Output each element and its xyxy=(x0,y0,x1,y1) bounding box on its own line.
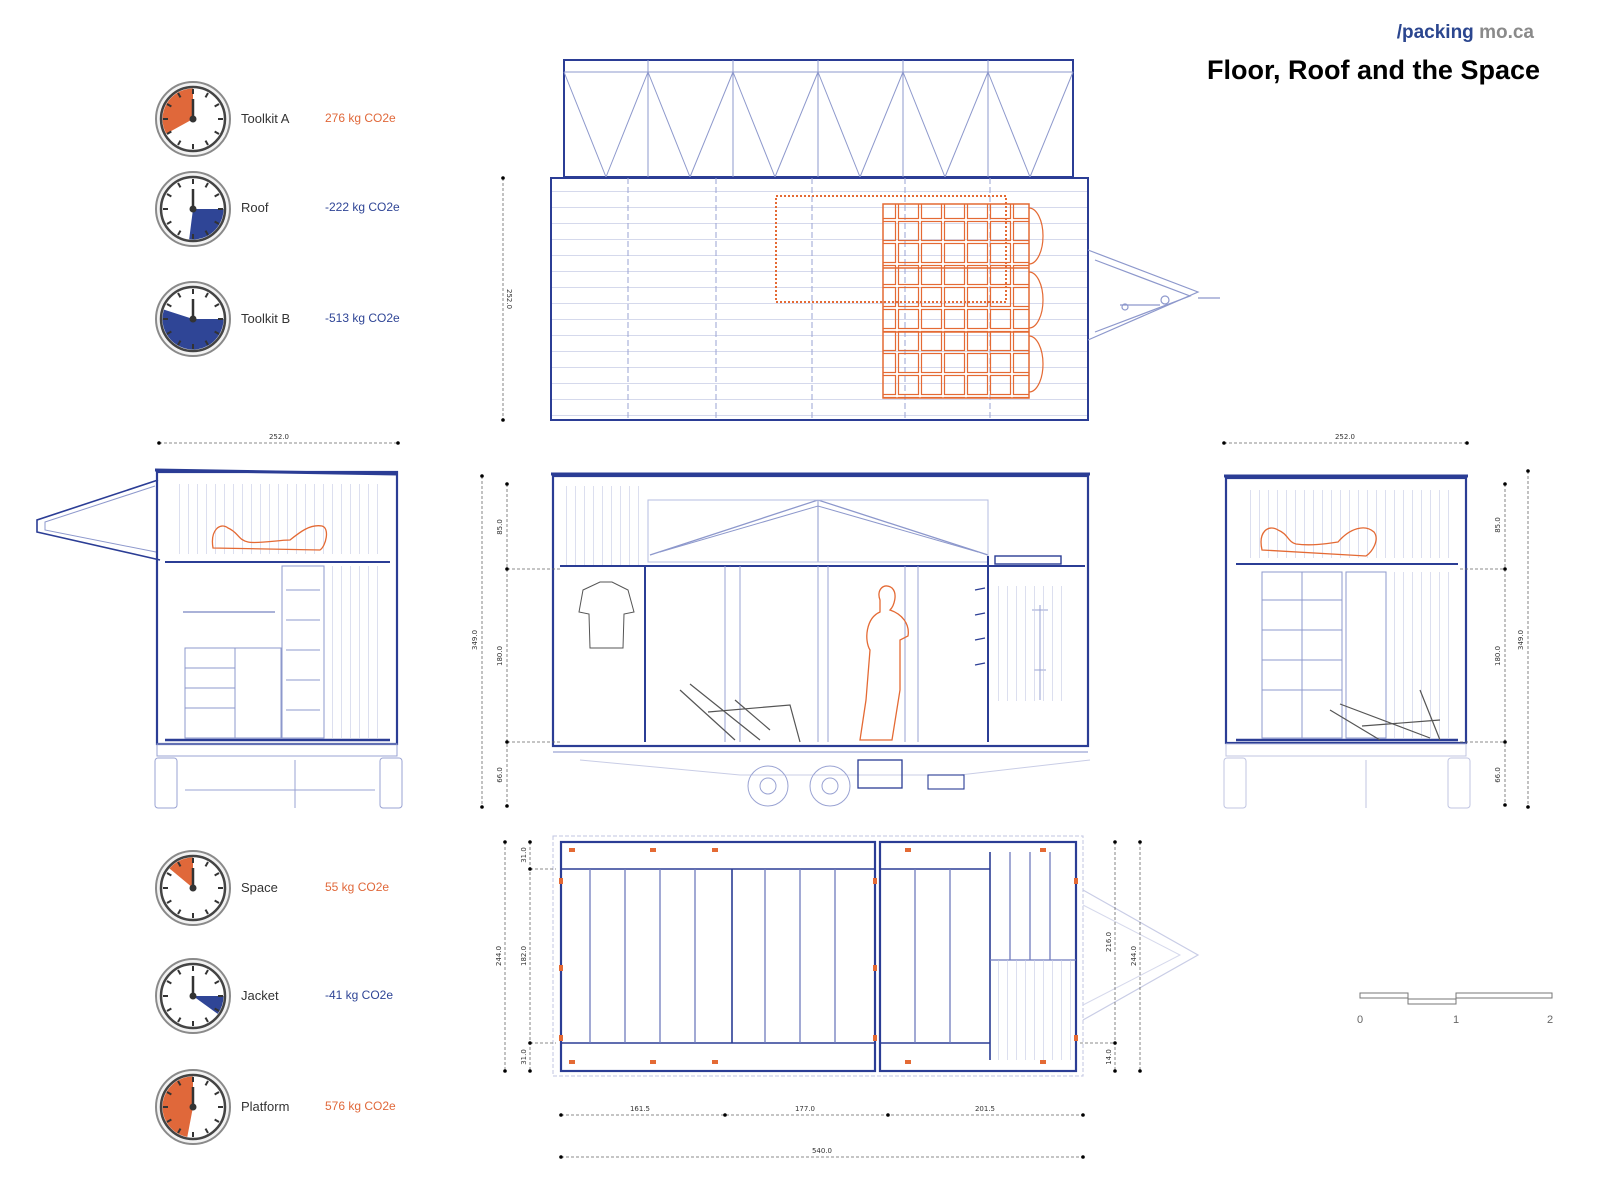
right-section: 252.0 85.0 180.0 66.0 349.0 xyxy=(1222,433,1530,809)
front-h3-dim: 66.0 xyxy=(496,767,504,783)
right-h2-dim: 180.0 xyxy=(1494,646,1502,666)
plan-l2-dim: 182.0 xyxy=(520,946,528,966)
plan-total-bottom-dim: 540.0 xyxy=(812,1147,832,1155)
brand-part-1: packing xyxy=(1401,22,1474,43)
gauge-fill-toolkit-a xyxy=(162,88,193,134)
plan-l1-dim: 31.0 xyxy=(520,847,528,863)
gauge-fill-space xyxy=(169,857,193,888)
right-h1-dim: 85.0 xyxy=(1494,517,1502,533)
gauge-fill-toolkit-b xyxy=(162,309,224,350)
gauge-label-roof: Roof xyxy=(241,200,269,215)
gauge-fill-platform xyxy=(162,1076,193,1137)
gauge-value-platform: 576 kg CO2e xyxy=(325,1099,396,1113)
front-h1-dim: 85.0 xyxy=(496,519,504,535)
right-total-dim: 349.0 xyxy=(1517,630,1525,650)
gauge-label-jacket: Jacket xyxy=(241,988,279,1003)
right-h3-dim: 66.0 xyxy=(1494,767,1502,783)
gauge-value-jacket: -41 kg CO2e xyxy=(325,988,394,1002)
gauge-label-platform: Platform xyxy=(241,1099,290,1114)
gauge-toolkit-a xyxy=(155,81,231,157)
gauge-value-roof: -222 kg CO2e xyxy=(325,200,400,214)
gauge-label-space: Space xyxy=(241,880,278,895)
scale-bar: 0 1 2 xyxy=(1357,992,1553,1026)
gauge-jacket xyxy=(155,958,231,1034)
gauge-platform xyxy=(155,1069,231,1145)
gauge-toolkit-b xyxy=(155,281,231,357)
gauge-space xyxy=(155,850,231,926)
roof-width-dim: 252.0 xyxy=(505,289,513,309)
plan-l3-dim: 31.0 xyxy=(520,1049,528,1065)
plan-b2-dim: 177.0 xyxy=(795,1105,815,1113)
gauge-label-toolkit-b: Toolkit B xyxy=(241,311,291,326)
plan-r2-dim: 14.0 xyxy=(1105,1049,1113,1065)
plan-r1-dim: 216.0 xyxy=(1105,932,1113,952)
scale-label-2: 2 xyxy=(1547,1014,1553,1026)
brand-part-2: mo.ca xyxy=(1479,22,1534,43)
scale-label-1: 1 xyxy=(1453,1014,1459,1026)
gauge-value-space: 55 kg CO2e xyxy=(325,880,390,894)
brand-logo: /packing mo.ca xyxy=(1396,22,1534,43)
plan-total-right-dim: 244.0 xyxy=(1130,946,1138,966)
front-total-dim: 349.0 xyxy=(471,630,479,650)
gauge-value-toolkit-a: 276 kg CO2e xyxy=(325,111,396,125)
plan-b1-dim: 161.5 xyxy=(630,1105,650,1113)
front-h2-dim: 180.0 xyxy=(496,646,504,666)
roof-plan: 252.0 xyxy=(501,59,1220,422)
scale-label-0: 0 xyxy=(1357,1014,1363,1026)
gauge-label-toolkit-a: Toolkit A xyxy=(241,111,290,126)
left-section: 252.0 xyxy=(36,433,403,809)
page-title: Floor, Roof and the Space xyxy=(1206,55,1540,85)
gauge-value-toolkit-b: -513 kg CO2e xyxy=(325,311,400,325)
plan-total-left-dim: 244.0 xyxy=(495,946,503,966)
front-elevation: 85.0 180.0 66.0 349.0 xyxy=(471,472,1091,809)
gauge-roof xyxy=(155,171,231,247)
right-width-dim: 252.0 xyxy=(1335,433,1355,441)
left-width-dim: 252.0 xyxy=(269,433,289,441)
gauge-fill-roof xyxy=(189,209,224,240)
plan-b3-dim: 201.5 xyxy=(975,1105,995,1113)
floor-plan: 31.0 182.0 31.0 244.0 216.0 14.0 244.0 1… xyxy=(495,835,1200,1159)
gauge-column xyxy=(155,81,231,1145)
